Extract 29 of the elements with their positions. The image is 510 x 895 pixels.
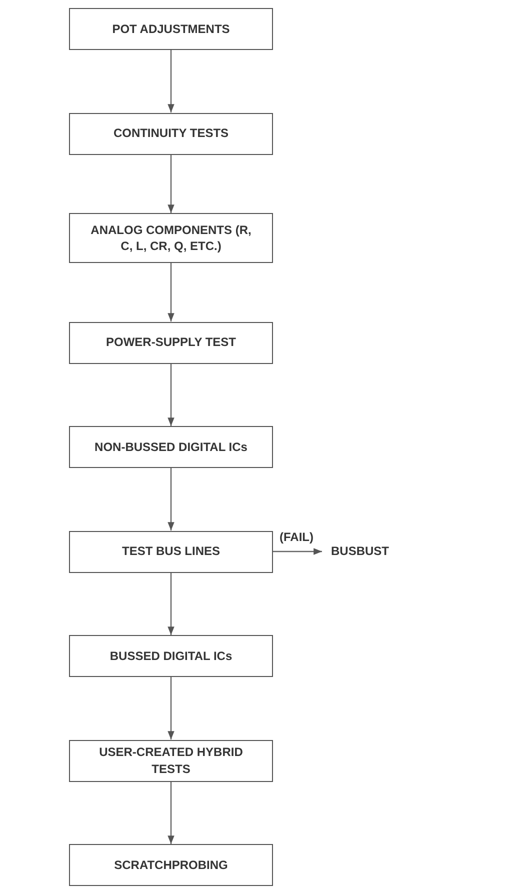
box-label: POT ADJUSTMENTS: [112, 20, 230, 38]
arrow: [168, 263, 174, 322]
box-label: POWER-SUPPLY TEST: [106, 334, 236, 351]
arrow: [168, 154, 174, 213]
arrow: [168, 782, 174, 844]
process-box: [69, 426, 273, 468]
arrow: [273, 548, 322, 555]
process-box: [69, 844, 273, 886]
arrow: [168, 50, 174, 112]
process-box: [69, 635, 273, 677]
process-box: [69, 740, 273, 782]
box-label: CONTINUITY TESTS: [113, 125, 229, 142]
box-label: SCRATCHPROBING: [114, 856, 228, 874]
target-label: BUSBUST: [330, 543, 389, 560]
box-label: USER-CREATED HYBRID TESTS: [98, 744, 244, 777]
arrow: [168, 677, 174, 740]
process-box: [69, 8, 273, 50]
arrow: [168, 364, 174, 426]
box-label: ANALOG COMPONENTS (R, C, L, CR, Q, ETC.): [90, 222, 252, 254]
box-label: TEST BUS LINES: [122, 543, 220, 560]
process-box: [69, 213, 273, 263]
box-label: BUSSED DIGITAL ICs: [110, 648, 232, 664]
arrow: [168, 468, 174, 530]
process-box: [69, 322, 273, 364]
process-box: [69, 112, 273, 154]
edge-label: (FAIL): [280, 530, 314, 544]
arrow: [168, 572, 174, 635]
box-label: NON-BUSSED DIGITAL ICs: [94, 438, 248, 456]
process-box: [69, 530, 273, 572]
